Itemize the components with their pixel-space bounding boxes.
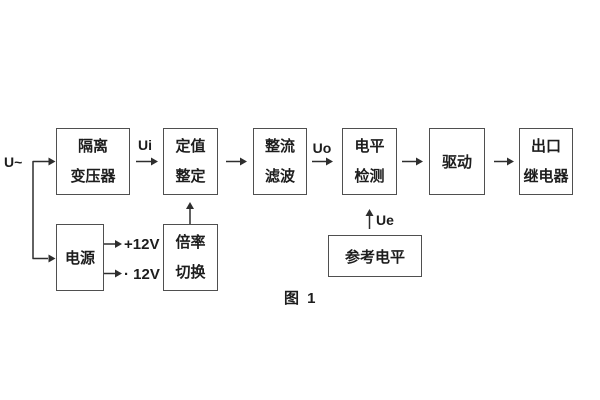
block-level-detection-line1: 电平 xyxy=(354,137,385,155)
block-ratio-switch-line2: 切换 xyxy=(175,263,206,281)
arrowhead-setting-to-rectifier xyxy=(240,157,247,166)
label-ue-signal: Ue xyxy=(376,212,394,228)
block-output-relay-line2: 继电器 xyxy=(523,167,569,185)
block-driver: 驱动 xyxy=(429,128,485,195)
arrow-input-branch-line xyxy=(32,160,49,260)
block-isolation-transformer: 隔离 变压器 xyxy=(56,128,130,195)
arrowhead-driver-to-relay xyxy=(507,157,514,166)
arrowhead-ratio-to-setting xyxy=(186,202,194,209)
block-ratio-switch: 倍率 切换 xyxy=(163,224,218,291)
arrowhead-power-minus12 xyxy=(115,269,122,278)
block-reference-level: 参考电平 xyxy=(328,235,422,277)
block-isolation-transformer-line1: 隔离 xyxy=(77,137,108,155)
arrowhead-reference-ue xyxy=(365,209,374,216)
block-setpoint-setting-line1: 定值 xyxy=(175,137,206,155)
arrowhead-input-to-transformer xyxy=(48,157,56,166)
block-level-detection-line2: 检测 xyxy=(354,167,385,185)
block-setpoint-setting-line2: 整定 xyxy=(175,167,206,185)
block-driver-line1: 驱动 xyxy=(441,154,472,171)
block-rectifier-filter-line1: 整流 xyxy=(264,137,295,155)
block-reference-level-line1: 参考电平 xyxy=(344,248,405,266)
arrowhead-level-to-driver xyxy=(416,157,423,166)
block-ratio-switch-line1: 倍率 xyxy=(175,233,206,251)
block-output-relay: 出口 继电器 xyxy=(519,128,573,195)
block-power-supply: 电源 xyxy=(56,224,104,291)
label-ui-signal: Ui xyxy=(138,137,152,153)
figure-caption: 图 1 xyxy=(284,290,318,307)
label-uo-signal: Uo xyxy=(312,140,332,156)
arrowhead-power-plus12 xyxy=(115,240,122,248)
block-level-detection: 电平 检测 xyxy=(342,128,397,195)
block-rectifier-filter-line2: 滤波 xyxy=(264,167,295,185)
label-plus-12v: +12V xyxy=(124,236,160,253)
block-output-relay-line1: 出口 xyxy=(530,137,561,155)
arrowhead-transformer-to-setting xyxy=(151,157,158,166)
block-power-supply-line1: 电源 xyxy=(64,250,95,267)
block-rectifier-filter: 整流 滤波 xyxy=(253,128,307,195)
label-minus-12v: · 12V xyxy=(124,266,160,283)
block-setpoint-setting: 定值 整定 xyxy=(163,128,218,195)
label-input-voltage: U~ xyxy=(4,154,23,170)
arrowhead-input-to-power xyxy=(48,254,56,263)
arrowhead-rectifier-to-level xyxy=(326,157,333,166)
block-isolation-transformer-line2: 变压器 xyxy=(70,167,116,185)
